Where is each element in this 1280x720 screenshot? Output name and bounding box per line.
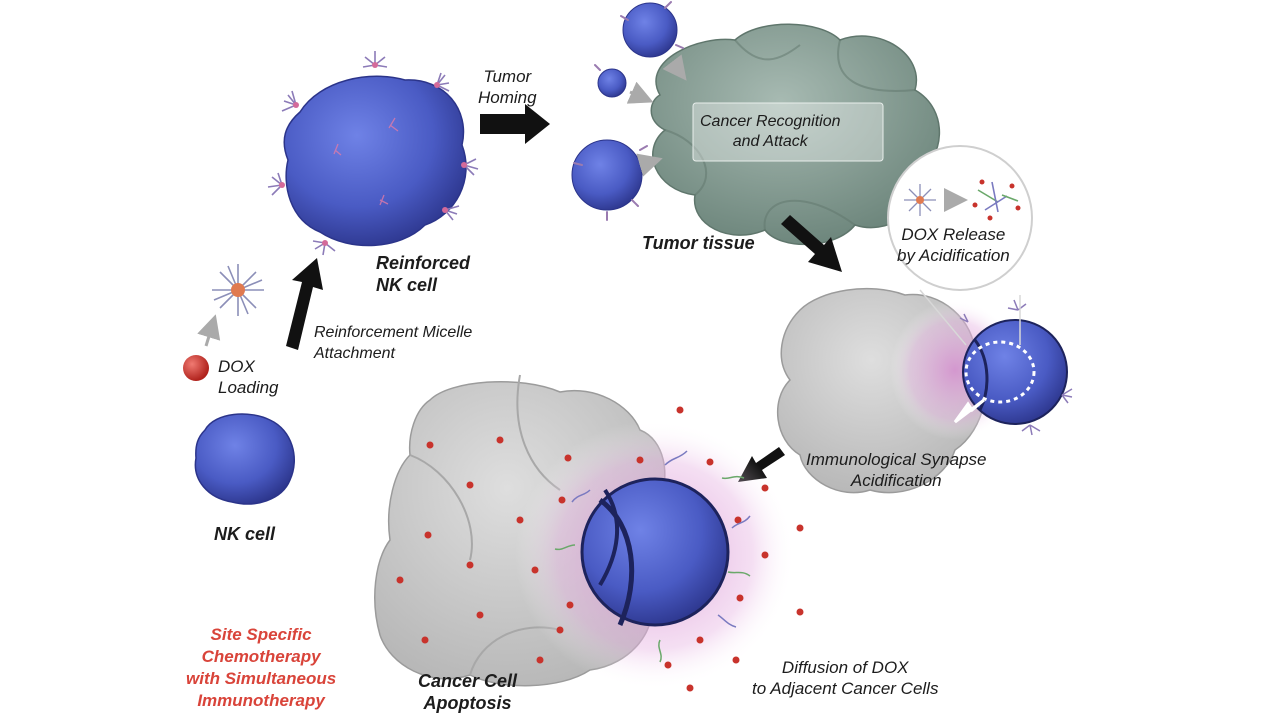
reinforced-nk-cell [267, 51, 479, 256]
tumor-tissue [650, 23, 941, 246]
zoom-line-left [919, 289, 967, 346]
dox-particles [396, 406, 804, 692]
synapse-nk-cell [959, 299, 1073, 436]
homing-nk-cells [571, 1, 687, 221]
dox-release-inset [887, 145, 1033, 291]
arrow-tumor-homing [480, 104, 550, 144]
arrow-attachment [286, 258, 323, 350]
synapse-zoom-circle [964, 340, 1036, 404]
apoptosis-nk-cell [580, 477, 730, 627]
loading-arrow [197, 314, 221, 347]
label-nk-cell: NK cell [214, 524, 276, 544]
dox-molecule [183, 355, 209, 381]
white-arrow [953, 398, 985, 424]
label-tumor-tissue: Tumor tissue [642, 233, 755, 253]
arrow-to-synapse [781, 215, 842, 272]
micelle [212, 264, 264, 316]
nk-cell [194, 413, 295, 505]
